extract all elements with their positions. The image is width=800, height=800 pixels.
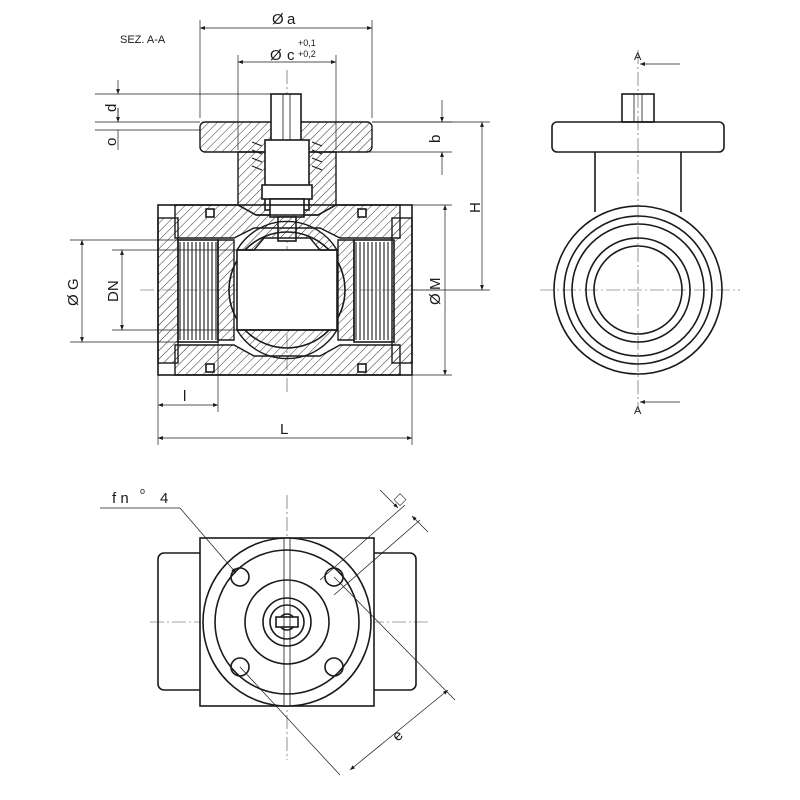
o-ring — [205, 208, 215, 218]
square-arrow-1 — [379, 489, 399, 509]
holes-label: f n — [112, 490, 129, 507]
o-ring — [357, 363, 367, 373]
o-ring — [205, 363, 215, 373]
stem-flat — [275, 616, 299, 628]
side-body-ring — [563, 215, 713, 365]
side-port-outer — [585, 237, 691, 343]
dim-e-label: e — [389, 727, 407, 745]
dim-a-label: a — [287, 11, 296, 28]
dim-c-tol-upper: +0,1 — [298, 38, 316, 48]
square-label: □ — [391, 490, 409, 508]
dim-m-symbol: Ø — [427, 293, 444, 305]
dim-o-label: o — [103, 138, 120, 146]
bottom-view: f n o 4 □ e — [100, 486, 456, 776]
left-seat — [217, 239, 235, 341]
side-port-inner — [593, 245, 683, 335]
ball-bore — [236, 249, 338, 331]
holes-count: 4 — [160, 490, 168, 507]
bolt-hole — [230, 567, 250, 587]
square-extension-2 — [333, 519, 421, 596]
stem-outer — [262, 597, 312, 647]
dim-l-label: l — [183, 388, 186, 405]
side-body-outer — [553, 205, 723, 375]
e-extension-1 — [239, 666, 341, 776]
section-mark-top: A — [634, 51, 642, 63]
side-body-inner — [571, 223, 705, 357]
dim-c-symbol: Ø — [270, 47, 282, 64]
right-seat — [337, 239, 355, 341]
stem-collar — [261, 184, 313, 200]
section-mark-bottom: A — [634, 405, 642, 417]
dim-c-tol-lower: +0,2 — [298, 49, 316, 59]
dim-e-line — [349, 689, 449, 771]
bolt-hole — [324, 657, 344, 677]
dim-m-label: M — [427, 278, 444, 291]
dim-c-label: c — [287, 47, 295, 64]
section-view: SEZ. A-A — [65, 11, 490, 445]
right-thread — [353, 239, 395, 343]
square-arrow-2 — [411, 515, 429, 533]
side-stem — [621, 93, 655, 123]
dim-b-label: b — [427, 135, 444, 143]
square-extension-1 — [319, 504, 406, 581]
ball-top-cap — [235, 220, 339, 251]
flange-hub — [244, 579, 330, 665]
right-end-wall — [391, 217, 413, 364]
dim-h-label: H — [467, 202, 484, 213]
section-title: SEZ. A-A — [120, 34, 166, 46]
flange-inner-ring — [214, 549, 360, 695]
side-neck — [594, 152, 682, 212]
e-extension-2 — [333, 576, 456, 701]
ball-bottom-cap — [235, 329, 339, 360]
bolt-hole — [230, 657, 250, 677]
dim-d-label: d — [103, 104, 120, 112]
stem-inner — [269, 604, 305, 640]
left-thread — [177, 239, 219, 343]
dim-g-label: G — [65, 278, 82, 290]
dim-l-total-label: L — [280, 421, 288, 438]
o-ring — [357, 208, 367, 218]
dim-g-symbol: Ø — [65, 294, 82, 306]
holes-leader — [179, 507, 237, 574]
holes-degree: o — [140, 486, 145, 496]
dim-a-symbol: Ø — [272, 11, 284, 28]
dim-dn-label: DN — [105, 280, 122, 302]
side-view: A A — [540, 50, 740, 417]
body-bottom-wall — [174, 344, 401, 376]
